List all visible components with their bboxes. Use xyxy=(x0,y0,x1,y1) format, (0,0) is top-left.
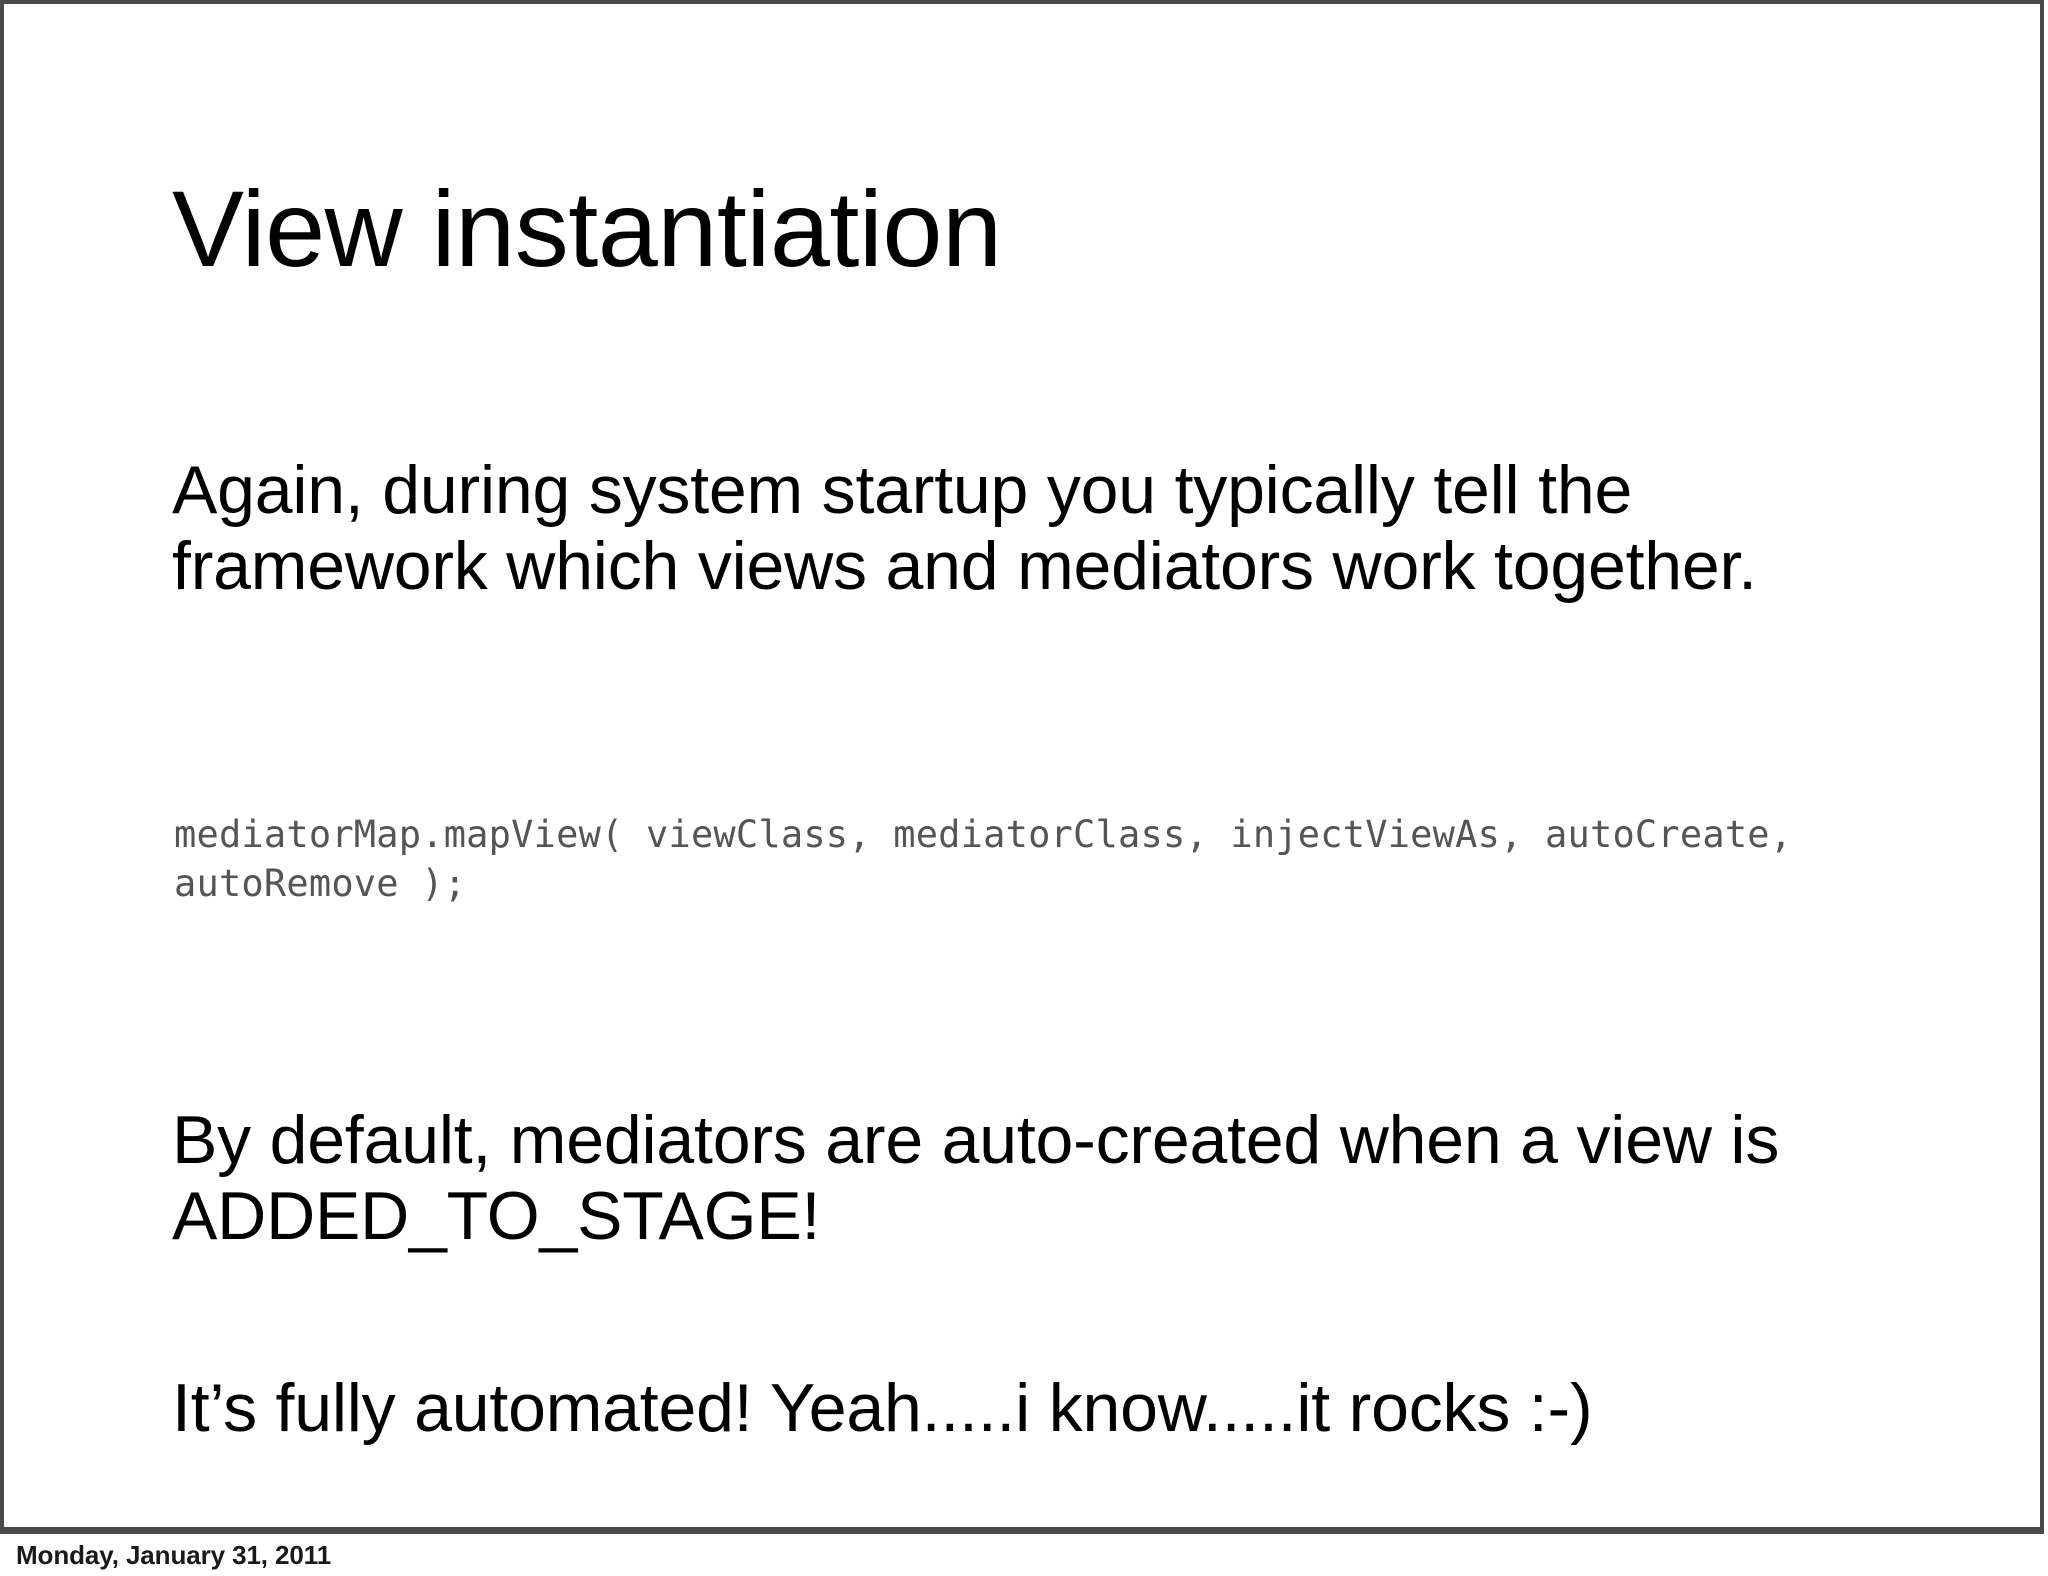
slide-content: View instantiation Again, during system … xyxy=(4,4,2040,1527)
paragraph-closing: It’s fully automated! Yeah.....i know...… xyxy=(172,1370,1593,1446)
paragraph-intro: Again, during system startup you typical… xyxy=(172,452,1757,605)
footer-date: Monday, January 31, 2011 xyxy=(16,1540,332,1570)
paragraph-default-behavior: By default, mediators are auto-created w… xyxy=(172,1102,1780,1255)
page-title: View instantiation xyxy=(172,168,1002,290)
slide-canvas: View instantiation Again, during system … xyxy=(0,0,2044,1534)
code-snippet: mediatorMap.mapView( viewClass, mediator… xyxy=(174,813,1815,905)
